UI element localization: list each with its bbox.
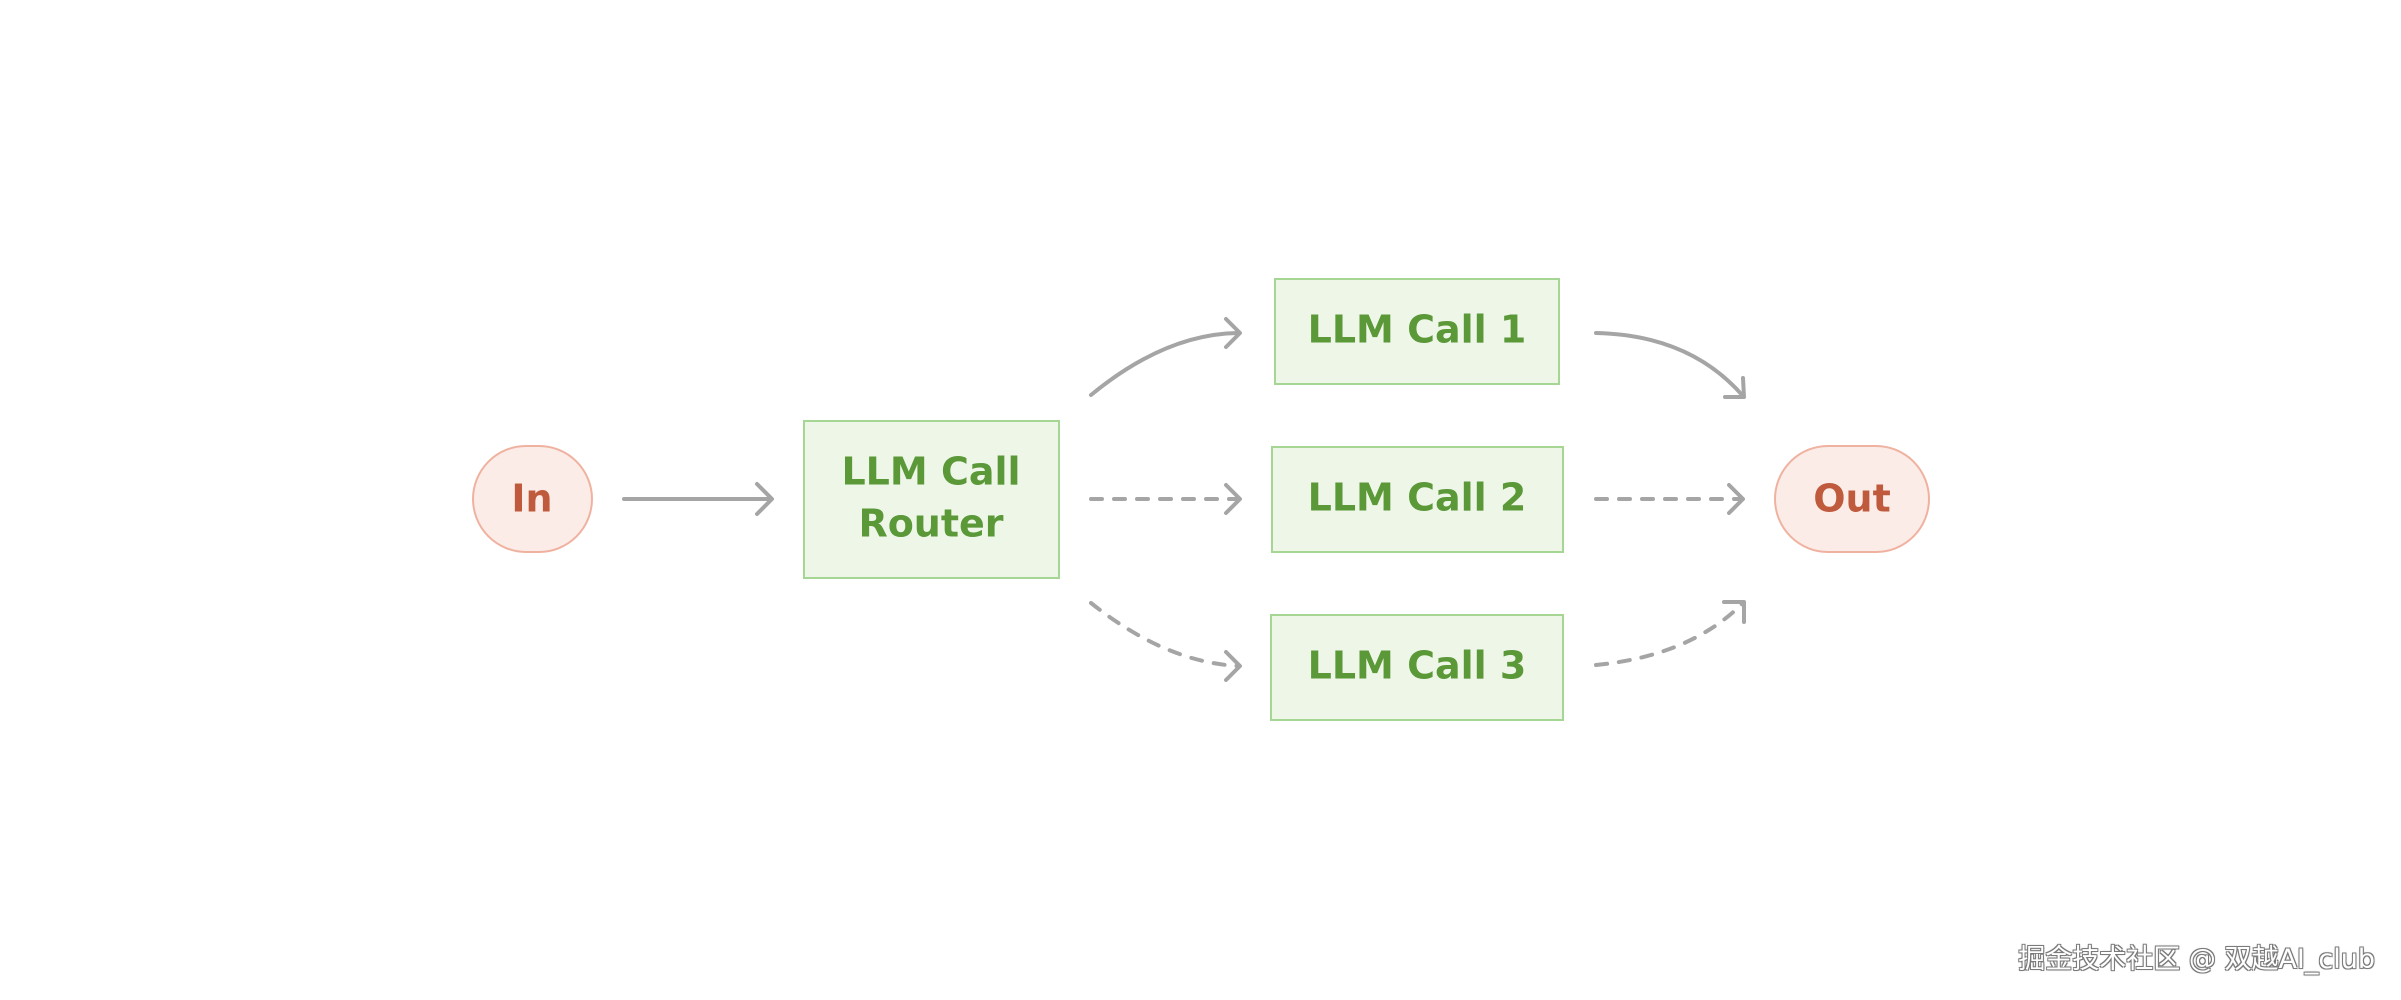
- arrowhead-icon: [1224, 483, 1242, 515]
- edge-call2-to-out: [1594, 483, 1745, 515]
- edge-router-to-call3-line: [1089, 601, 1240, 668]
- llm-call-1-shape: [1274, 278, 1560, 385]
- edge-call1-to-out: [1594, 331, 1746, 399]
- edge-router-to-call1: [1089, 317, 1242, 397]
- llm-call-3-shape: [1270, 614, 1564, 721]
- llm-call-2-shape: [1271, 446, 1564, 553]
- edge-call3-to-out-line: [1594, 601, 1745, 667]
- llm-call-1-node: LLM Call 1: [1274, 278, 1560, 385]
- edge-router-to-call2: [1089, 483, 1242, 515]
- arrowhead-icon: [1727, 483, 1745, 515]
- router-node-label-line2: Router: [858, 502, 1003, 546]
- edge-router-to-call3: [1089, 601, 1242, 682]
- arrowhead-icon: [1723, 376, 1746, 399]
- watermark-text: 掘金技术社区 @ 双越AI_club: [2018, 944, 2375, 975]
- llm-call-2-label: LLM Call 2: [1308, 476, 1527, 520]
- llm-call-2-node: LLM Call 2: [1271, 446, 1564, 553]
- input-node: In: [472, 445, 593, 553]
- arrowhead-icon: [1722, 600, 1746, 624]
- output-node-label: Out: [1813, 477, 1891, 521]
- arrowhead-icon: [1224, 650, 1242, 682]
- arrowhead-icon: [755, 482, 774, 516]
- router-node-label-line1: LLM Call: [841, 450, 1020, 494]
- input-node-shape: [472, 445, 593, 553]
- llm-call-3-label: LLM Call 3: [1308, 644, 1527, 688]
- edge-call1-to-out-line: [1594, 331, 1745, 398]
- output-node: Out: [1774, 445, 1930, 553]
- llm-call-3-node: LLM Call 3: [1270, 614, 1564, 721]
- router-node-shape: [803, 420, 1060, 579]
- input-node-label: In: [511, 477, 552, 521]
- llm-call-1-label: LLM Call 1: [1308, 308, 1527, 352]
- arrowhead-icon: [1224, 317, 1242, 349]
- edge-router-to-call1-line: [1089, 331, 1240, 397]
- router-node: LLM Call Router: [803, 420, 1060, 579]
- edge-call3-to-out: [1594, 600, 1746, 667]
- output-node-shape: [1774, 445, 1930, 553]
- edge-in-to-router: [622, 482, 774, 516]
